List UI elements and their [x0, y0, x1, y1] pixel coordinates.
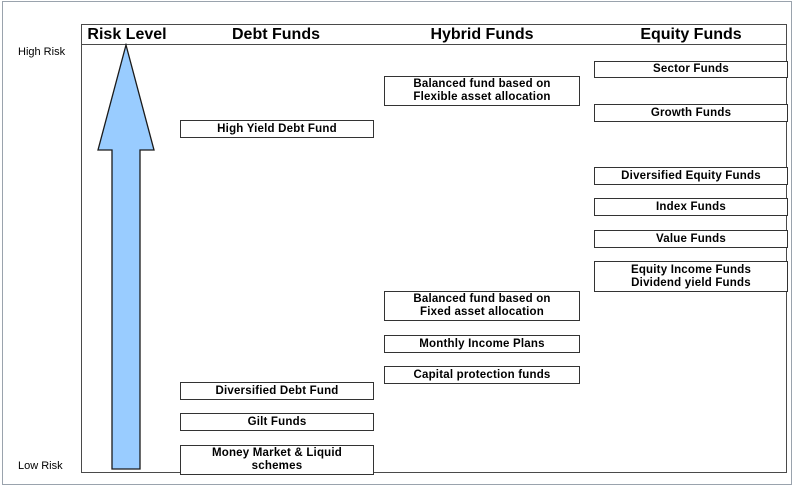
low-risk-label: Low Risk [18, 460, 63, 472]
fund-money-market-liquid: Money Market & Liquid schemes [180, 445, 374, 475]
risk-arrow-icon [97, 43, 155, 470]
fund-gilt: Gilt Funds [180, 413, 374, 431]
column-header-equity-funds: Equity Funds [640, 26, 742, 43]
column-header-risk-level: Risk Level [87, 26, 167, 43]
fund-balanced-fixed: Balanced fund based on Fixed asset alloc… [384, 291, 580, 321]
fund-balanced-flexible: Balanced fund based on Flexible asset al… [384, 76, 580, 106]
column-header-hybrid-funds: Hybrid Funds [430, 26, 534, 43]
fund-capital-protection: Capital protection funds [384, 366, 580, 384]
fund-equity-income-dividend: Equity Income Funds Dividend yield Funds [594, 261, 788, 292]
risk-chart-area [81, 24, 787, 473]
high-risk-label: High Risk [18, 46, 66, 58]
column-header-debt-funds: Debt Funds [232, 26, 320, 43]
fund-index: Index Funds [594, 198, 788, 216]
fund-diversified-equity: Diversified Equity Funds [594, 167, 788, 185]
fund-high-yield-debt: High Yield Debt Fund [180, 120, 374, 138]
fund-growth: Growth Funds [594, 104, 788, 122]
fund-diversified-debt: Diversified Debt Fund [180, 382, 374, 400]
fund-monthly-income: Monthly Income Plans [384, 335, 580, 353]
fund-value: Value Funds [594, 230, 788, 248]
header-divider [81, 44, 787, 45]
fund-sector: Sector Funds [594, 61, 788, 78]
